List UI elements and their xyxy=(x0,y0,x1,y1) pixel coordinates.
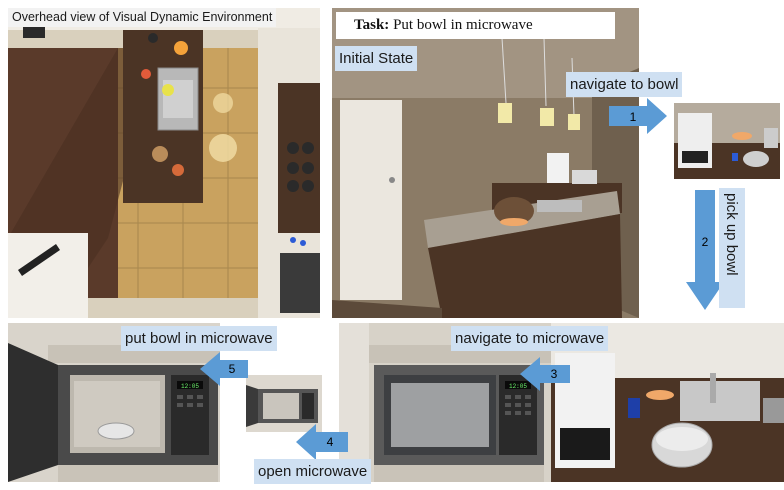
step-4-label: open microwave xyxy=(254,459,372,484)
step-5-label: put bowl in microwave xyxy=(121,326,277,351)
step-2-label: pick up bowl xyxy=(719,188,745,308)
overhead-kitchen-illustration xyxy=(8,8,320,318)
overhead-view-panel: Overhead view of Visual Dynamic Environm… xyxy=(8,8,320,318)
step-3-number: 3 xyxy=(551,367,558,381)
initial-state-label: Initial State xyxy=(335,46,418,71)
navigate-to-microwave-panel: 12:05 xyxy=(339,323,551,482)
step-5-arrow: 5 xyxy=(200,352,248,386)
microwave-open-bowl-illustration: 12:05 xyxy=(8,323,220,482)
step-5-number: 5 xyxy=(229,362,236,376)
microwave-display: 12:05 xyxy=(509,383,527,390)
initial-state-panel: Task: Put bowl in microwave Initial Stat… xyxy=(332,8,639,318)
step-3-label: navigate to microwave xyxy=(451,326,609,351)
microwave-display-open: 12:05 xyxy=(181,383,199,390)
step-3-arrow: 3 xyxy=(520,357,570,391)
step-1-label: navigate to bowl xyxy=(566,72,683,97)
step-2-arrow: 2 xyxy=(686,190,724,310)
step-2-number: 2 xyxy=(702,235,709,249)
open-microwave-panel xyxy=(246,375,322,432)
navigate-to-bowl-panel xyxy=(674,103,780,179)
step-1-number: 1 xyxy=(630,110,637,124)
task-prefix: Task: xyxy=(354,17,390,33)
step-2-label-text: pick up bowl xyxy=(723,193,740,276)
step-4-number: 4 xyxy=(327,435,334,449)
task-title: Task: Put bowl in microwave xyxy=(336,12,615,39)
task-text: Put bowl in microwave xyxy=(389,17,533,33)
bowl-view-illustration xyxy=(674,103,780,179)
microwave-open-small-illustration xyxy=(246,375,322,432)
step-1-arrow: 1 xyxy=(609,98,667,134)
overhead-view-title: Overhead view of Visual Dynamic Environm… xyxy=(8,8,277,27)
step-4-arrow: 4 xyxy=(296,424,348,460)
